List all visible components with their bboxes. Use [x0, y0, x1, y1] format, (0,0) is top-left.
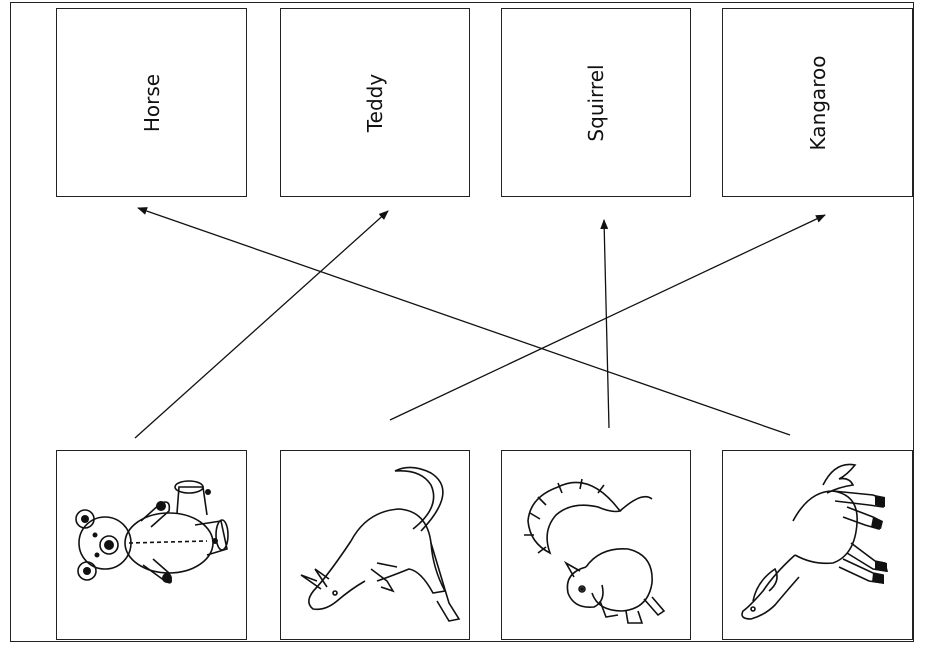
picture-box-horse[interactable] — [722, 450, 913, 640]
picture-box-kangaroo[interactable] — [280, 450, 470, 640]
picture-box-squirrel[interactable] — [501, 450, 691, 640]
arrow-squirrel-to-squirrel — [600, 219, 610, 429]
teddy-bear-icon — [75, 480, 229, 584]
kangaroo-icon — [300, 466, 461, 622]
arrow-horse-to-horse — [137, 207, 791, 436]
horse-icon — [741, 463, 889, 620]
label-box-kangaroo[interactable]: Kangaroo — [722, 8, 913, 197]
squirrel-icon — [524, 478, 666, 624]
arrow-kangaroo-to-kangaroo — [389, 214, 826, 421]
picture-box-teddy-bear[interactable] — [56, 450, 247, 640]
label-box-teddy[interactable]: Teddy — [280, 8, 470, 197]
arrow-teddy-bear-to-teddy — [134, 210, 389, 439]
label-box-squirrel[interactable]: Squirrel — [501, 8, 691, 197]
label-box-horse[interactable]: Horse — [56, 8, 247, 197]
worksheet-border — [10, 2, 914, 642]
